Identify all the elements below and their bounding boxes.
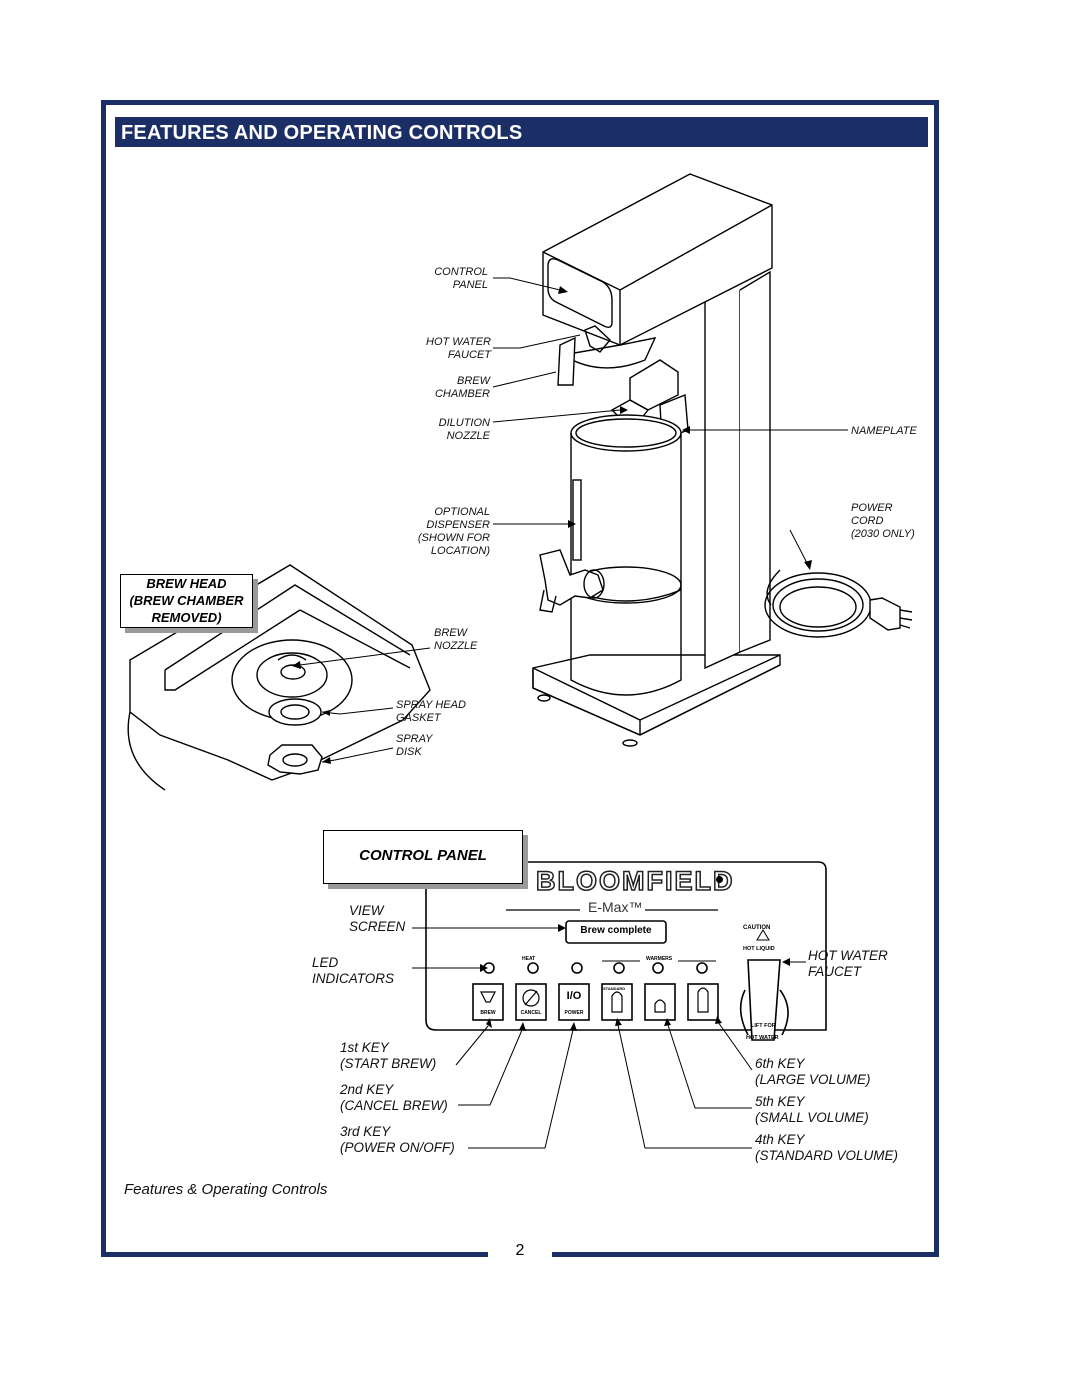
control-panel-title: CONTROL PANEL xyxy=(323,830,523,884)
brand-logo: BLOOMFIELD xyxy=(535,865,735,897)
led-label-heat: HEAT xyxy=(522,956,536,962)
hot-liquid-label: HOT LIQUID xyxy=(743,946,775,952)
caution-label: CAUTION xyxy=(743,925,771,931)
callout-key2: 2nd KEY(CANCEL BREW) xyxy=(340,1082,448,1113)
panel-leaders xyxy=(412,927,806,1149)
control-panel-plate xyxy=(425,861,827,1041)
key-label-brew: BREW xyxy=(480,1010,496,1016)
key-label-power: POWER xyxy=(564,1010,584,1016)
section-header: FEATURES AND OPERATING CONTROLS xyxy=(115,117,928,147)
key-label-cancel: CANCEL xyxy=(520,1010,542,1016)
hot-water-handle-label: HOT WATER xyxy=(746,1035,779,1041)
callout-key1: 1st KEY(START BREW) xyxy=(340,1040,437,1071)
callout-key3: 3rd KEY(POWER ON/OFF) xyxy=(340,1124,455,1155)
callout-key5: 5th KEY(SMALL VOLUME) xyxy=(755,1094,869,1125)
footer-gap xyxy=(488,1236,552,1266)
power-symbol: I/O xyxy=(566,990,582,1002)
model-name: E-Max™ xyxy=(588,899,643,915)
figure-caption: Features & Operating Controls xyxy=(124,1181,328,1198)
callout-key6: 6th KEY(LARGE VOLUME) xyxy=(755,1056,871,1087)
page-number: 2 xyxy=(515,1242,525,1259)
callout-key4: 4th KEY(STANDARD VOLUME) xyxy=(755,1132,899,1163)
lift-for-label: LIFT FOR xyxy=(751,1023,776,1029)
led-label-warmers: WARMERS xyxy=(646,956,673,962)
led-label-standard: STANDARD xyxy=(603,986,626,991)
brewer-drawing xyxy=(127,173,913,791)
label-nameplate: NAMEPLATE xyxy=(851,425,917,437)
brand-dot xyxy=(716,876,723,883)
panel-arrowheads xyxy=(292,286,812,1031)
view-screen-display: Brew complete xyxy=(580,925,652,936)
